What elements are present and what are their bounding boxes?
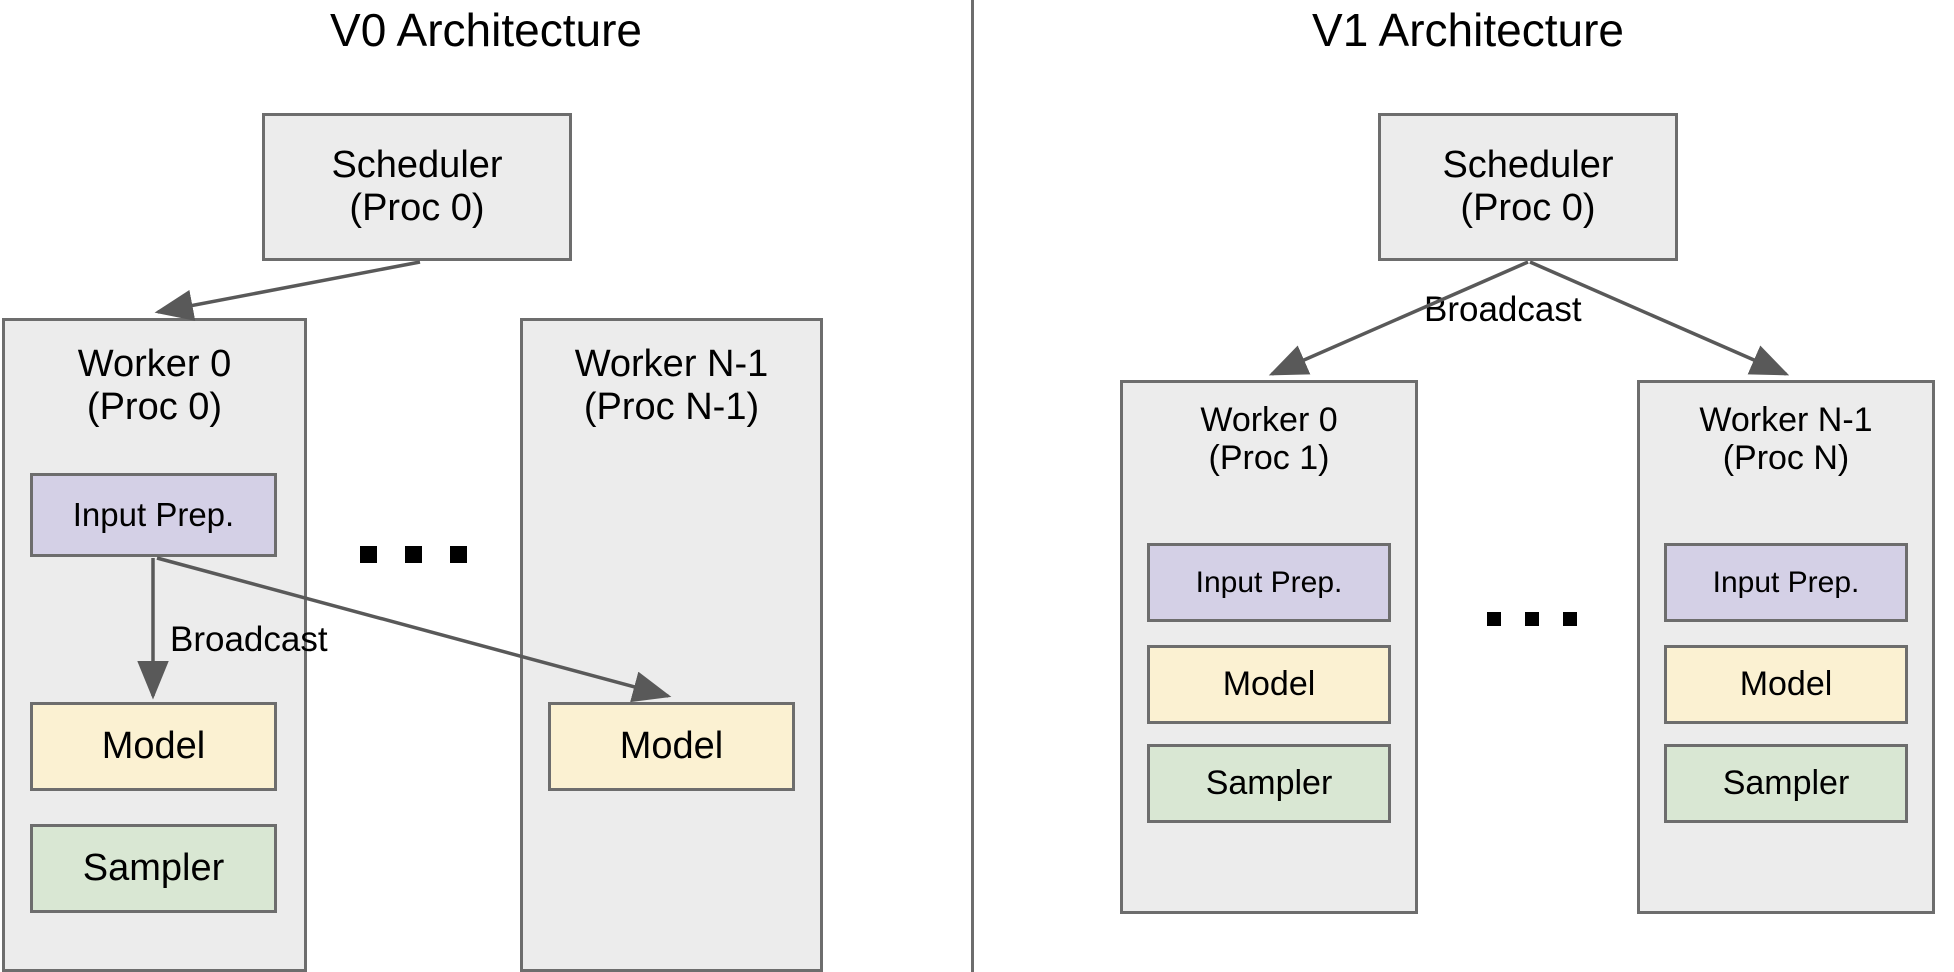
v0-worker-0-model[interactable]: Model — [30, 702, 277, 791]
v1-worker-0-line1: Worker 0 — [1200, 401, 1338, 439]
v1-worker-n-sampler[interactable]: Sampler — [1664, 744, 1908, 823]
v1-workers-ellipsis — [1487, 612, 1577, 626]
v0-edge-scheduler-to-worker0 — [154, 260, 421, 321]
v1-worker-n-input-prep[interactable]: Input Prep. — [1664, 543, 1908, 622]
v1-worker-n-line2: (Proc N) — [1722, 439, 1850, 478]
v0-worker-n-model[interactable]: Model — [548, 702, 795, 791]
v1-broadcast-label: Broadcast — [1424, 290, 1582, 329]
ellipsis-dot — [1487, 612, 1501, 626]
v0-worker-n-box[interactable]: Worker N-1 (Proc N-1) — [520, 318, 823, 972]
v1-worker-n-title: Worker N-1 (Proc N) — [1699, 401, 1872, 477]
v1-scheduler-line2: (Proc 0) — [1460, 187, 1596, 229]
v1-worker-0-title: Worker 0 (Proc 1) — [1200, 401, 1337, 477]
v1-scheduler-line1: Scheduler — [1442, 144, 1614, 187]
v0-worker-0-title: Worker 0 (Proc 0) — [78, 343, 231, 428]
v0-worker-0-input-prep-label: Input Prep. — [72, 496, 235, 533]
v1-worker-0-sampler[interactable]: Sampler — [1147, 744, 1391, 823]
v0-scheduler-line2: (Proc 0) — [349, 187, 485, 229]
ellipsis-dot — [1525, 612, 1539, 626]
panel-title-v0: V0 Architecture — [330, 4, 642, 56]
v0-worker-0-model-label: Model — [101, 725, 206, 767]
v0-scheduler-box[interactable]: Scheduler (Proc 0) — [262, 113, 572, 261]
v0-scheduler-line1: Scheduler — [331, 144, 503, 187]
v1-worker-0-sampler-label: Sampler — [1205, 764, 1333, 802]
v0-worker-n-model-label: Model — [619, 725, 724, 767]
v1-worker-n-sampler-label: Sampler — [1722, 764, 1850, 802]
v1-worker-0-input-prep[interactable]: Input Prep. — [1147, 543, 1391, 622]
panel-divider — [971, 0, 974, 972]
ellipsis-dot — [360, 546, 377, 563]
v0-broadcast-label: Broadcast — [170, 620, 328, 659]
v0-worker-n-line2: (Proc N-1) — [583, 385, 760, 428]
v1-worker-n-input-prep-label: Input Prep. — [1712, 565, 1860, 599]
v1-worker-0-model[interactable]: Model — [1147, 645, 1391, 724]
ellipsis-dot — [450, 546, 467, 563]
v1-worker-0-line2: (Proc 1) — [1208, 439, 1330, 478]
ellipsis-dot — [1563, 612, 1577, 626]
v0-worker-n-line1: Worker N-1 — [574, 343, 769, 385]
v0-worker-0-line2: (Proc 0) — [86, 385, 223, 428]
v1-scheduler-box[interactable]: Scheduler (Proc 0) — [1378, 113, 1678, 261]
v1-worker-n-model-label: Model — [1739, 665, 1833, 703]
v0-worker-0-line1: Worker 0 — [77, 343, 232, 385]
v0-workers-ellipsis — [360, 546, 467, 563]
v0-worker-0-sampler-label: Sampler — [82, 847, 225, 889]
v0-worker-n-title: Worker N-1 (Proc N-1) — [575, 343, 769, 428]
v1-worker-0-input-prep-label: Input Prep. — [1195, 565, 1343, 599]
v0-worker-0-input-prep[interactable]: Input Prep. — [30, 473, 277, 557]
v1-worker-n-line1: Worker N-1 — [1699, 401, 1873, 439]
ellipsis-dot — [405, 546, 422, 563]
panel-title-v1: V1 Architecture — [1312, 4, 1624, 56]
v1-worker-0-model-label: Model — [1222, 665, 1316, 703]
v0-worker-0-sampler[interactable]: Sampler — [30, 824, 277, 913]
v1-worker-n-model[interactable]: Model — [1664, 645, 1908, 724]
